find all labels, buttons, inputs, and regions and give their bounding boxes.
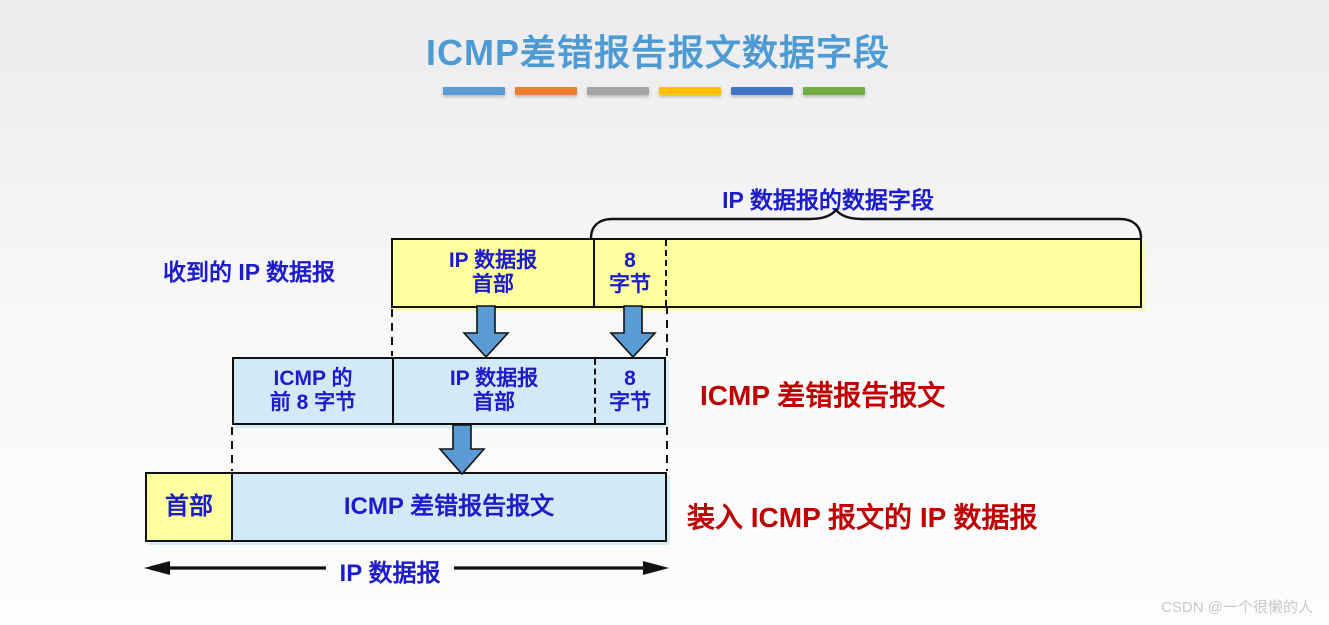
ip-datagram-span-label: IP 数据报	[339, 560, 441, 587]
data-field-brace-label: IP 数据报的数据字段	[722, 187, 934, 213]
decoration-dash-gold	[659, 87, 721, 95]
down-arrow-icon	[609, 305, 657, 359]
cell-8-bytes: 8 字节	[595, 240, 667, 306]
decoration-dash-dark-blue	[731, 87, 793, 95]
cell-8-bytes: 8 字节	[609, 367, 651, 414]
decoration-dash-gray	[587, 87, 649, 95]
down-arrow-icon	[462, 305, 510, 359]
cell-ip-header: IP 数据报 首部	[394, 359, 596, 423]
row-ip-datagram-with-icmp: 首部 ICMP 差错报告报文	[145, 472, 667, 542]
page-title: ICMP差错报告报文数据字段	[425, 32, 890, 73]
cell-ip-header: IP 数据报 首部	[393, 240, 595, 306]
cell-icmp-first-8-bytes: ICMP 的 前 8 字节	[234, 359, 394, 423]
decoration-dash-green	[803, 87, 865, 95]
down-arrow-icon	[438, 424, 486, 476]
watermark: CSDN @一个很懒的人	[1161, 599, 1313, 616]
received-datagram-label: 收到的 IP 数据报	[162, 259, 336, 285]
cell-data-rest	[667, 240, 1140, 306]
row-received-ip-datagram: IP 数据报 首部 8 字节	[391, 238, 1142, 308]
icmp-error-report-label: ICMP 差错报告报文	[700, 380, 946, 411]
row-icmp-error-report: ICMP 的 前 8 字节 IP 数据报 首部 8 字节	[232, 357, 666, 425]
decoration-dash-blue	[443, 87, 505, 95]
decoration-dash-orange	[515, 87, 577, 95]
encapsulated-datagram-label: 装入 ICMP 报文的 IP 数据报	[687, 502, 1038, 533]
decoration-dashes	[443, 87, 865, 95]
cell-header: 首部	[147, 474, 233, 540]
cell-icmp-body: ICMP 差错报告报文	[343, 492, 555, 520]
